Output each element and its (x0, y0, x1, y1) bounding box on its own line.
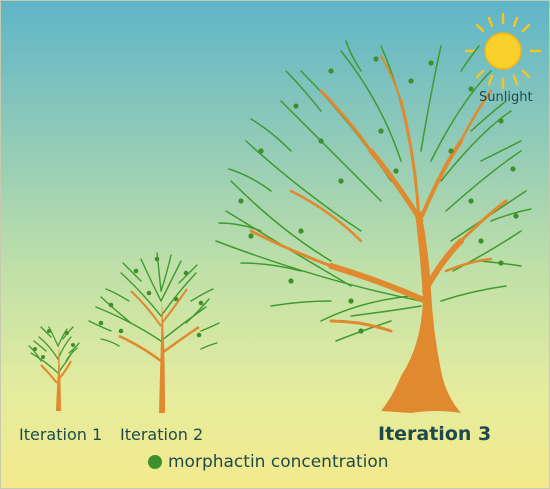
iteration-3-label: Iteration 3 (378, 423, 492, 445)
green-dot-icon (148, 455, 162, 469)
sunlight-label: Sunlight (479, 90, 533, 105)
tree-iteration-2 (88, 252, 220, 413)
iteration-2-label: Iteration 2 (120, 425, 204, 444)
legend-label: morphactin concentration (168, 452, 389, 472)
tree-iteration-1 (28, 326, 80, 411)
tree-iteration-3 (215, 40, 532, 413)
legend: morphactin concentration (148, 452, 389, 472)
sun-icon (464, 12, 542, 90)
iteration-1-label: Iteration 1 (19, 425, 103, 444)
